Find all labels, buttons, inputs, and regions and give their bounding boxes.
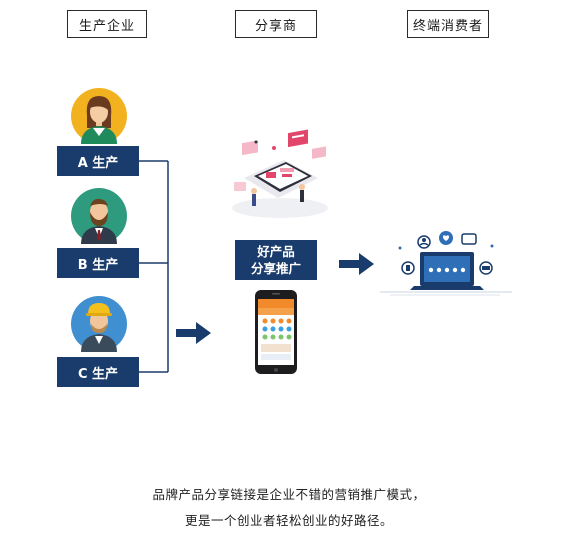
producer-c-label: C 生产: [57, 357, 139, 387]
producer-b-label: B 生产: [57, 248, 139, 278]
arrow-right-icon: [176, 322, 211, 344]
distributor-promo-box: 好产品 分享推广: [235, 240, 317, 280]
marketing-illustration: [232, 129, 328, 218]
caption-line-1: 品牌产品分享链接是企业不错的营销推广模式，: [152, 487, 426, 502]
distributor-line1: 好产品: [257, 244, 295, 259]
header-distributor: 分享商: [235, 10, 317, 38]
header-producer: 生产企业: [67, 10, 147, 38]
woman-avatar-icon: [71, 88, 127, 144]
caption-line-2: 更是一个创业者轻松创业的好路径。: [184, 513, 393, 528]
bearded-man-avatar-icon: [71, 188, 127, 244]
worker-hardhat-avatar-icon: [71, 296, 127, 352]
header-consumer: 终端消费者: [407, 10, 489, 38]
laptop-review-illustration: [380, 231, 512, 296]
producer-a-label: A 生产: [57, 146, 139, 176]
arrow-right-icon: [339, 253, 374, 275]
smartphone-icon: [255, 290, 297, 374]
distributor-line2: 分享推广: [250, 261, 301, 276]
